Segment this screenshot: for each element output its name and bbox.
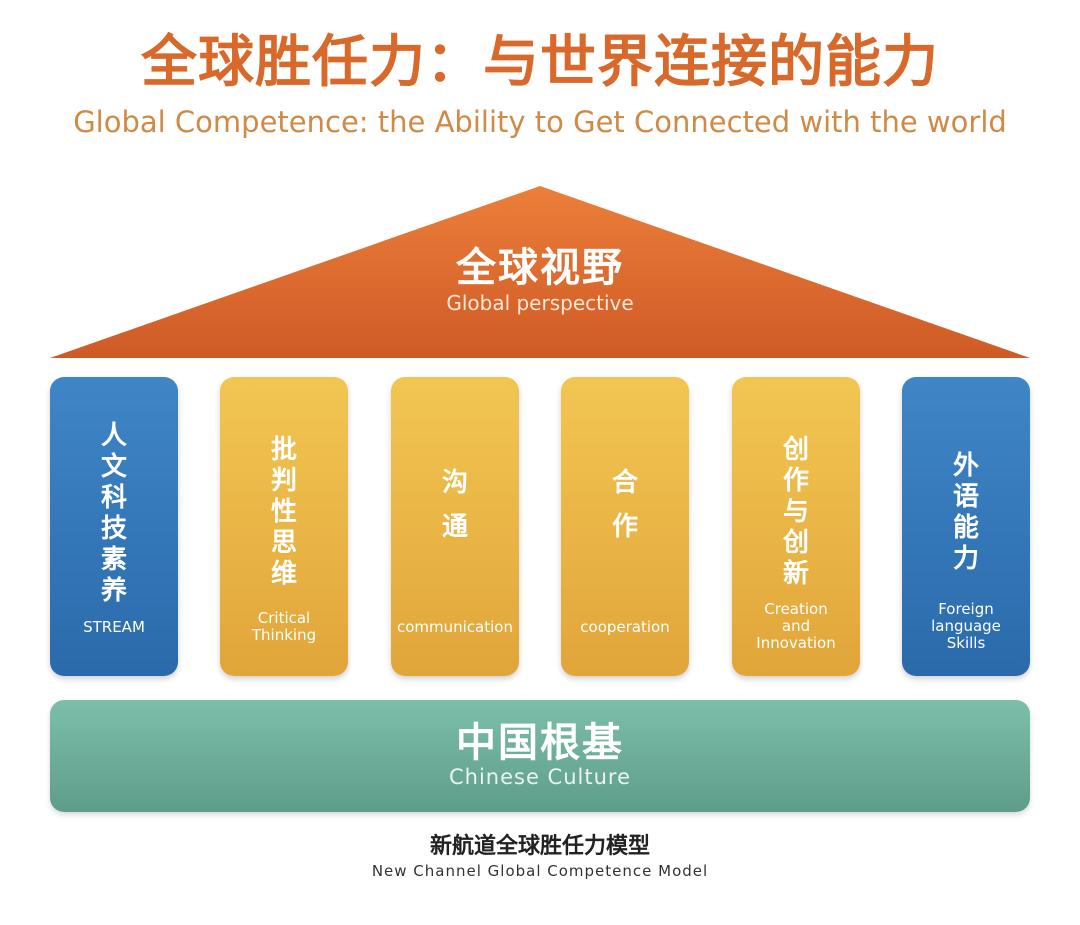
pillar-cn-text: 沟通 [441,468,468,542]
pillar-en-label: Creation and Innovation [756,600,836,652]
pillar-cn-text: 合作 [611,468,638,542]
pillar-communication: 沟通 communication [391,377,519,676]
pillar-stream: 人文科技素养 STREAM [50,377,178,676]
caption-english: New Channel Global Competence Model [371,862,709,880]
pillar-en-label: Foreign language Skills [931,600,1001,652]
pillar-cn-label: 合作 [561,461,689,549]
pillar-cn-text: 批判性思维 [270,435,297,589]
page-subtitle: Global Competence: the Ability to Get Co… [73,105,1007,139]
pillar-en-label: cooperation [580,618,670,636]
pillar-cn-label: 外语能力 [902,451,1030,575]
pillar-cooperation: 合作 cooperation [561,377,689,676]
roof-subtitle: Global perspective [446,291,634,315]
pillar-cn-text: 创作与创新 [782,435,809,589]
base-title: 中国根基 [456,720,624,766]
roof-triangle [50,186,1030,358]
pillar-en-label: STREAM [83,618,145,636]
pillar-cn-text: 外语能力 [952,451,979,574]
pillar-cn-label: 沟通 [391,461,519,549]
page-title: 全球胜任力：与世界连接的能力 [141,30,939,95]
caption-chinese: 新航道全球胜任力模型 [429,834,650,859]
pillar-cn-label: 人文科技素养 [50,421,178,607]
pillar-en-label: communication [396,618,513,636]
pillar-cn-label: 批判性思维 [220,435,348,590]
pillar-en-label: Critical Thinking [251,609,317,644]
base-subtitle: Chinese Culture [448,765,631,789]
pillar-critical-thinking: 批判性思维 Critical Thinking [220,377,348,676]
pillar-creation-innovation: 创作与创新 Creation and Innovation [732,377,860,676]
pillar-cn-text: 人文科技素养 [100,421,127,606]
pillar-cn-label: 创作与创新 [732,435,860,590]
foundation-base [50,700,1030,812]
roof-title: 全球视野 [456,245,624,291]
pillar-foreign-language: 外语能力 Foreign language Skills [902,377,1030,676]
